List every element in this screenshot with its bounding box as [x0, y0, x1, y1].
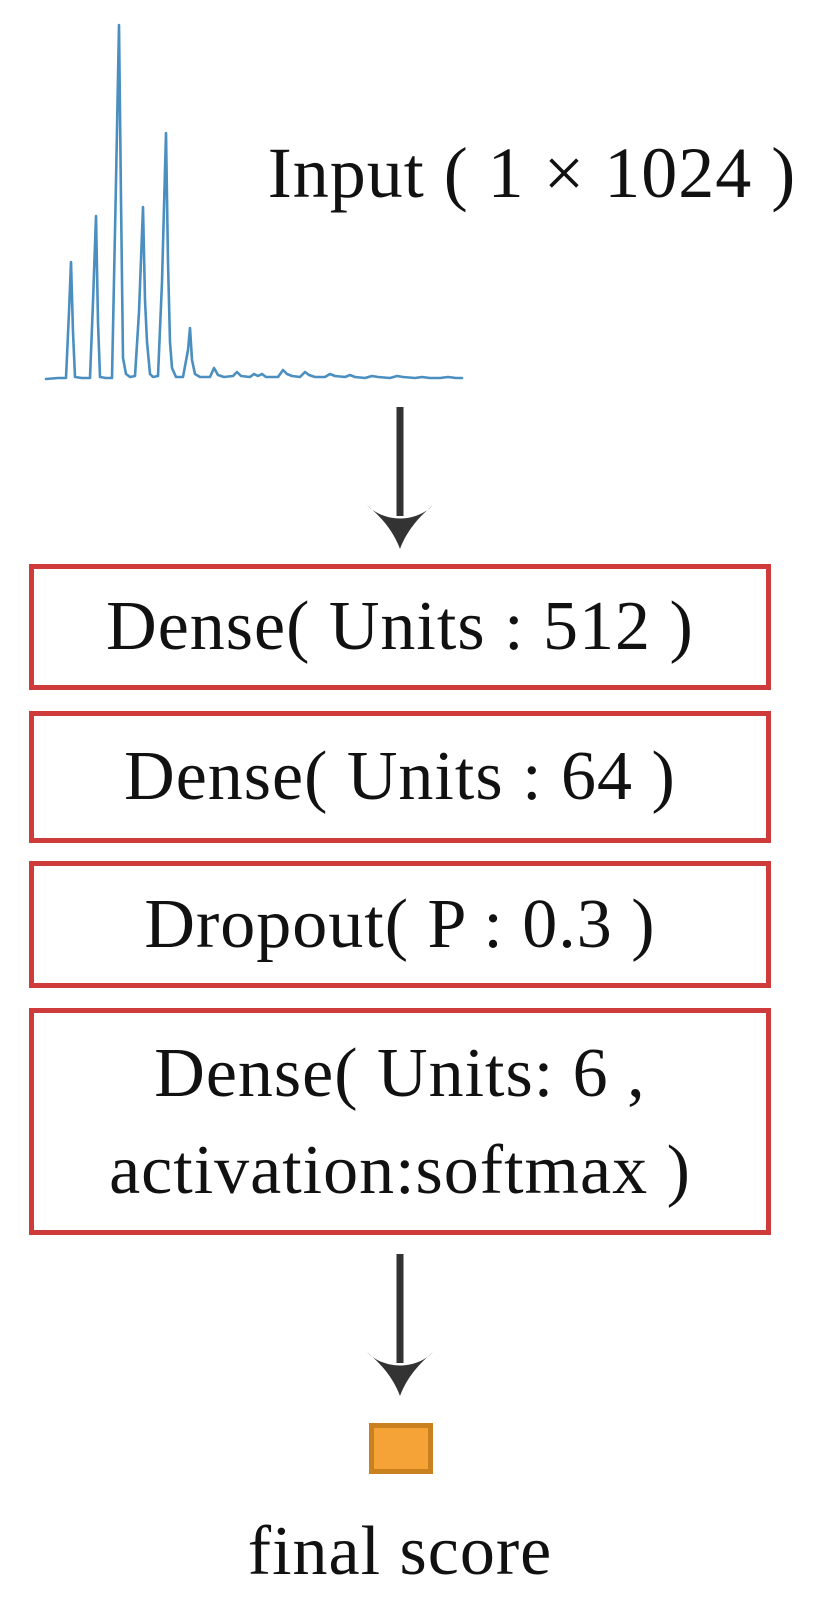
layer-box-dropout: Dropout( P : 0.3 ) — [29, 861, 771, 988]
layer-label: Dropout( P : 0.3 ) — [144, 885, 656, 963]
output-node-square — [369, 1423, 433, 1474]
layer-label-line-2: activation:softmax ) — [109, 1131, 691, 1209]
layer-label-line-1: Dense( Units: 6 , — [154, 1034, 646, 1112]
final-score-label: final score — [247, 1513, 553, 1590]
layer-box-dense-512: Dense( Units : 512 ) — [29, 564, 771, 690]
layer-label: Dense( Units : 64 ) — [124, 738, 676, 815]
layer-label: Dense( Units : 512 ) — [106, 588, 694, 665]
layer-box-dense-64: Dense( Units : 64 ) — [29, 711, 771, 843]
down-arrow-icon — [367, 407, 433, 549]
down-arrow-icon — [367, 1254, 433, 1396]
input-spectrum-plot — [44, 23, 464, 381]
input-dimension-label: Input ( 1 × 1024 ) — [267, 133, 797, 213]
layer-box-dense-softmax: Dense( Units: 6 , activation:softmax ) — [29, 1008, 771, 1235]
